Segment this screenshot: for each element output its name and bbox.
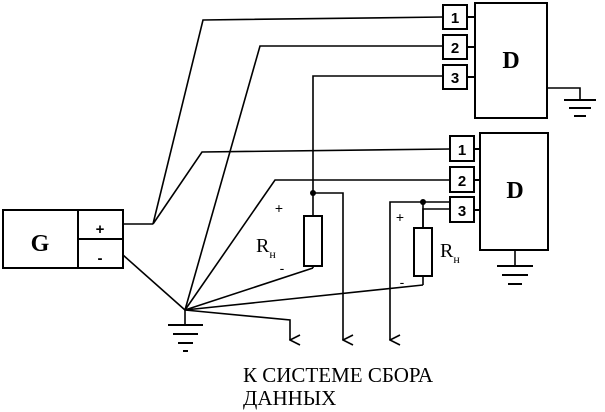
device-bottom-pin-2-label: 2 [458,173,466,190]
wire-right-load-to-daq-arrow [390,201,450,340]
left-load-minus: - [280,260,285,276]
generator: G + - [2,209,124,269]
device-bottom-body [479,132,549,251]
wire-top-pin-3-to-left-load [312,75,443,216]
right-load-plus: + [396,209,404,225]
load-left: + - Rн [256,75,443,340]
device-bottom: 1 2 3 D [449,132,549,285]
main-ground-icon [168,324,203,352]
device-bottom-pin-1-label: 1 [458,142,466,159]
wire-ground-to-left-load [184,267,314,311]
wire-ground-to-daq-arrow [184,309,290,340]
device-top-label: D [502,48,519,74]
device-bottom-label: D [506,178,523,204]
right-resistor-body [413,227,433,277]
load-right: + - Rн [390,199,460,340]
right-load-minus: - [400,274,405,290]
caption-line-2: ДАННЫХ [243,386,336,410]
wire-ground-to-top-pin-2 [184,45,443,311]
generator-minus-sign: - [98,250,103,267]
device-top: 1 2 3 D [442,2,596,119]
device-top-pin-3-label: 3 [451,70,459,87]
wire-left-load-to-daq-arrow [313,192,343,340]
left-load-label: Rн [256,235,276,261]
wire-bottom-pin-3-to-right-load [422,208,450,228]
device-top-pin-1-label: 1 [451,10,459,27]
generator-minus-wires [122,45,450,340]
caption-line-1: К СИСТЕМЕ СБОРА [243,363,434,387]
device-top-pin-2 [442,34,468,60]
device-bottom-pin-3-label: 3 [458,203,466,220]
generator-plus-sign: + [96,221,105,238]
wire-ground-to-bottom-pin-2 [184,179,450,311]
wire-plus-to-bottom-pin-1 [152,148,451,225]
generator-label: G [31,231,50,257]
wire-ground-to-right-load [184,284,424,311]
device-top-pin-2-label: 2 [451,40,459,57]
device-top-ground-wire [547,87,581,100]
left-load-plus: + [275,200,283,216]
device-top-body [474,2,548,119]
left-resistor-body [303,215,323,267]
device-bottom-pin-2 [449,166,475,193]
device-top-ground-icon [564,99,596,117]
minus-to-ground-node [122,254,186,311]
right-load-label: Rн [440,240,460,266]
wire-plus-to-top-pin-1 [152,16,444,225]
generator-plus-wires [123,16,451,225]
device-bottom-ground-icon [497,265,533,285]
